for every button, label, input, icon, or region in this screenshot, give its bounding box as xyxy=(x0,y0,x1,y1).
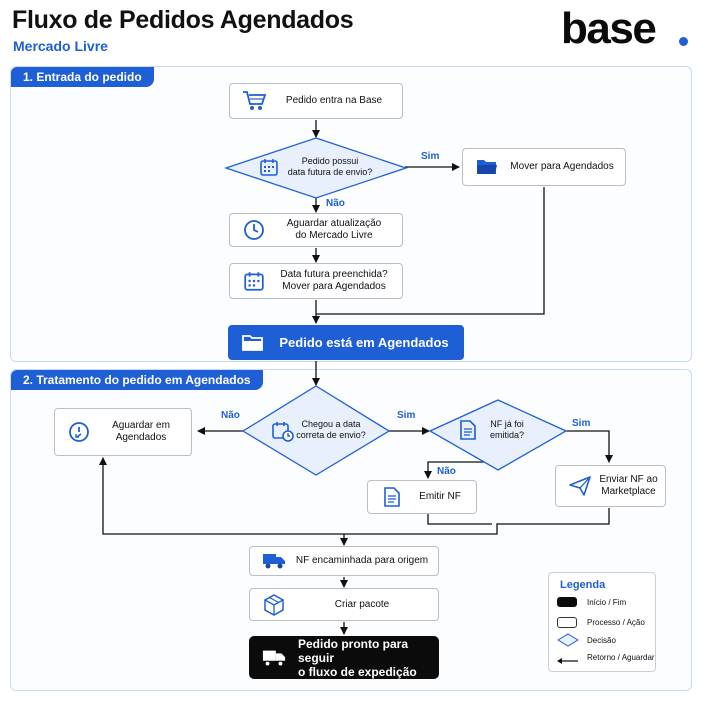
node-label: Data futura preenchida? Mover para Agend… xyxy=(266,269,402,293)
wait-line1: Aguardar atualização xyxy=(286,218,382,229)
node-aguardar-agendados: Aguardar em Agendados xyxy=(54,408,192,456)
node-pedido-pronto: Pedido pronto para seguir o fluxo de exp… xyxy=(249,636,439,679)
calendar-clock-icon xyxy=(272,420,294,442)
cart-icon xyxy=(242,89,266,113)
node-label: Mover para Agendados xyxy=(510,161,614,172)
final-line1: Pedido pronto para seguir xyxy=(298,636,409,665)
document-icon xyxy=(460,420,476,440)
wait-agendados-line2: Agendados xyxy=(115,432,167,443)
node-label: Pedido está em Agendados xyxy=(279,334,449,350)
legend-swatch-decision xyxy=(557,633,579,647)
wait-line2: do Mercado Livre xyxy=(295,230,373,241)
section-1-label: 1. Entrada do pedido xyxy=(11,67,154,87)
decision-chegou-data xyxy=(241,385,391,476)
decision-3-line2: emitida? xyxy=(489,430,525,440)
legend-item-start-end: Início / Fim xyxy=(587,598,627,607)
legend-swatch-return xyxy=(557,652,579,664)
node-label: Emitir NF xyxy=(419,491,461,502)
decision-2-line1: Chegou a data xyxy=(301,419,361,429)
wait-agendados-line1: Aguardar em xyxy=(112,420,170,431)
legend-title: Legenda xyxy=(560,579,606,591)
no-label-1: Não xyxy=(326,198,345,209)
package-icon xyxy=(262,593,286,617)
node-label: Pedido entra na Base xyxy=(285,95,383,106)
truck-icon xyxy=(262,646,286,670)
node-pedido-entra: Pedido entra na Base xyxy=(229,83,403,119)
page-title: Fluxo de Pedidos Agendados xyxy=(12,6,354,34)
legend-swatch-start-end xyxy=(557,597,577,607)
legend-item-decision: Decisão xyxy=(587,636,616,645)
clock-icon xyxy=(242,218,266,242)
legend-item-return: Retorno / Aguardar xyxy=(587,653,655,662)
node-label: Enviar NF ao Marketplace xyxy=(592,474,665,498)
section-2-label: 2. Tratamento do pedido em Agendados xyxy=(11,370,263,390)
send-nf-line1: Enviar NF ao xyxy=(599,474,658,485)
node-pedido-agendados: Pedido está em Agendados xyxy=(228,325,464,360)
node-mover-agendados: Mover para Agendados xyxy=(462,148,626,186)
page-subtitle: Mercado Livre xyxy=(13,38,108,54)
decision-nf-emitida xyxy=(428,399,568,471)
folder-icon xyxy=(241,331,265,355)
truck-icon xyxy=(262,549,286,573)
node-data-preenchida: Data futura preenchida? Mover para Agend… xyxy=(229,263,403,299)
node-label: NF encaminhada para origem xyxy=(295,555,429,566)
decision-2-text: Chegou a data correta de envio? xyxy=(294,419,368,441)
node-aguardar-ml: Aguardar atualização do Mercado Livre xyxy=(229,213,403,247)
decision-1-text: Pedido possui data futura de envio? xyxy=(280,156,380,178)
calendar-icon xyxy=(259,157,279,177)
decision-2-line2: correta de envio? xyxy=(296,430,366,440)
node-criar-pacote: Criar pacote xyxy=(249,588,439,621)
legend-swatch-process xyxy=(557,617,577,628)
node-label: Aguardar em Agendados xyxy=(91,420,191,444)
legend-item-process: Processo / Ação xyxy=(587,618,645,627)
brand-logo: base xyxy=(561,4,657,53)
filled-line2: Mover para Agendados xyxy=(282,281,386,292)
clock-return-icon xyxy=(67,420,91,444)
node-enviar-nf: Enviar NF ao Marketplace xyxy=(555,465,666,507)
final-line2: o fluxo de expedição xyxy=(298,664,417,679)
legend: Legenda Início / Fim Processo / Ação Dec… xyxy=(548,572,656,672)
document-icon xyxy=(380,485,404,509)
no-label-3: Não xyxy=(437,466,456,477)
yes-label-1: Sim xyxy=(421,151,440,162)
send-nf-line2: Marketplace xyxy=(601,486,656,497)
node-label: Criar pacote xyxy=(334,598,390,610)
yes-label-3: Sim xyxy=(572,418,591,429)
decision-data-futura xyxy=(223,137,409,199)
node-nf-encaminhada: NF encaminhada para origem xyxy=(249,546,439,576)
folder-icon xyxy=(475,155,499,179)
decision-3-text: NF já foi emitida? xyxy=(479,419,535,441)
filled-line1: Data futura preenchida? xyxy=(280,269,388,280)
send-icon xyxy=(568,474,592,498)
calendar-icon xyxy=(242,269,266,293)
node-label: Pedido pronto para seguir o fluxo de exp… xyxy=(286,637,438,679)
decision-1-line1: Pedido possui xyxy=(301,156,359,166)
decision-1-line2: data futura de envio? xyxy=(287,167,373,177)
decision-3-line1: NF já foi xyxy=(490,419,524,429)
brand-logo-dot xyxy=(679,37,688,46)
no-label-2: Não xyxy=(221,410,240,421)
node-emitir-nf: Emitir NF xyxy=(367,480,477,514)
node-label: Aguardar atualização do Mercado Livre xyxy=(266,218,402,242)
yes-label-2: Sim xyxy=(397,410,416,421)
